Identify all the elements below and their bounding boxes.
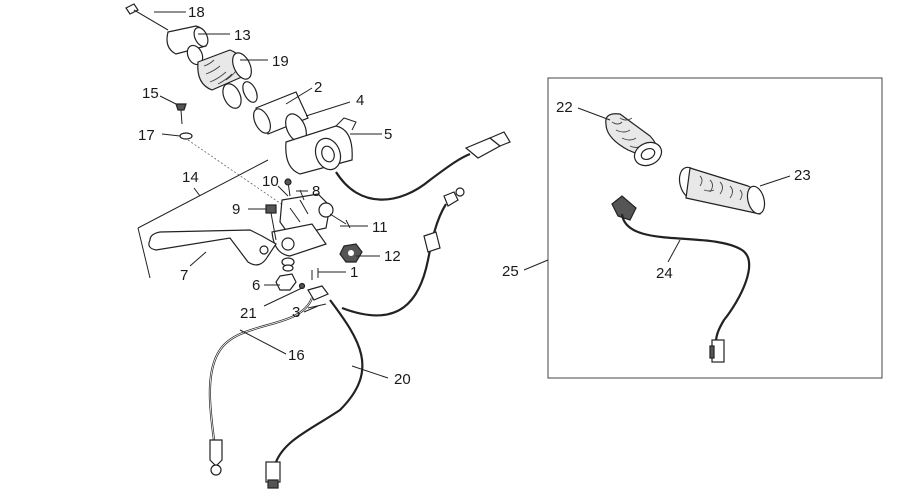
callout-23: 23 (794, 167, 811, 184)
callout-8: 8 (312, 183, 320, 200)
part-cable-20 (265, 299, 364, 489)
part-switch-housing-5 (285, 117, 357, 175)
part-collar-2 (242, 81, 258, 103)
callout-10: 10 (262, 173, 279, 190)
part-nut-12 (339, 243, 363, 263)
part-spring-1 (311, 268, 319, 280)
callout-5: 5 (384, 126, 392, 143)
callout-16: 16 (288, 347, 305, 364)
callout-21: 21 (240, 305, 257, 322)
part-grip-22 (605, 113, 663, 167)
callout-3: 3 (292, 304, 300, 321)
part-pin-11 (329, 213, 351, 229)
callout-12: 12 (384, 248, 401, 265)
callout-24: 24 (656, 265, 673, 282)
part-heater-wire-24 (611, 195, 751, 363)
part-cable-16 (208, 297, 314, 476)
callout-20: 20 (394, 371, 411, 388)
part-weight-13 (166, 25, 209, 66)
part-switch-cable (335, 131, 511, 201)
part-grip-19 (197, 49, 252, 91)
part-screw-10-head (284, 178, 292, 186)
part-screw-15 (175, 103, 187, 125)
leader-lines (154, 11, 791, 379)
part-switch-3 (298, 282, 329, 309)
callout-19: 19 (272, 53, 289, 70)
part-washer-17 (179, 132, 193, 140)
callout-17: 17 (138, 127, 155, 144)
part-lever-bracket (271, 193, 334, 257)
part-screw-8 (299, 189, 305, 201)
callout-6: 6 (252, 277, 260, 294)
bracket-outline (137, 159, 269, 279)
part-throttle-cable (341, 187, 465, 317)
callout-labels: 18 13 19 2 4 5 15 17 14 10 8 9 11 12 7 1… (138, 4, 811, 388)
callout-15: 15 (142, 85, 159, 102)
callout-14: 14 (182, 169, 199, 186)
part-collar (222, 83, 242, 109)
callout-22: 22 (556, 99, 573, 116)
part-nut-6 (275, 257, 297, 291)
kit-box-border (547, 77, 883, 379)
callout-9: 9 (232, 201, 240, 218)
callout-11: 11 (372, 219, 388, 236)
callout-13: 13 (234, 27, 251, 44)
callout-4: 4 (356, 92, 364, 109)
callout-18: 18 (188, 4, 205, 21)
callout-25: 25 (502, 263, 519, 280)
callout-1: 1 (350, 264, 358, 281)
kit-box-25 (547, 77, 883, 379)
part-grip-23 (678, 166, 766, 215)
callout-7: 7 (180, 267, 188, 284)
part-lever-7 (148, 229, 277, 266)
part-bolt-18 (125, 3, 169, 31)
part-handlebar-tube-2 (253, 91, 309, 135)
handlebar-assembly (125, 3, 511, 489)
callout-2: 2 (314, 79, 322, 96)
